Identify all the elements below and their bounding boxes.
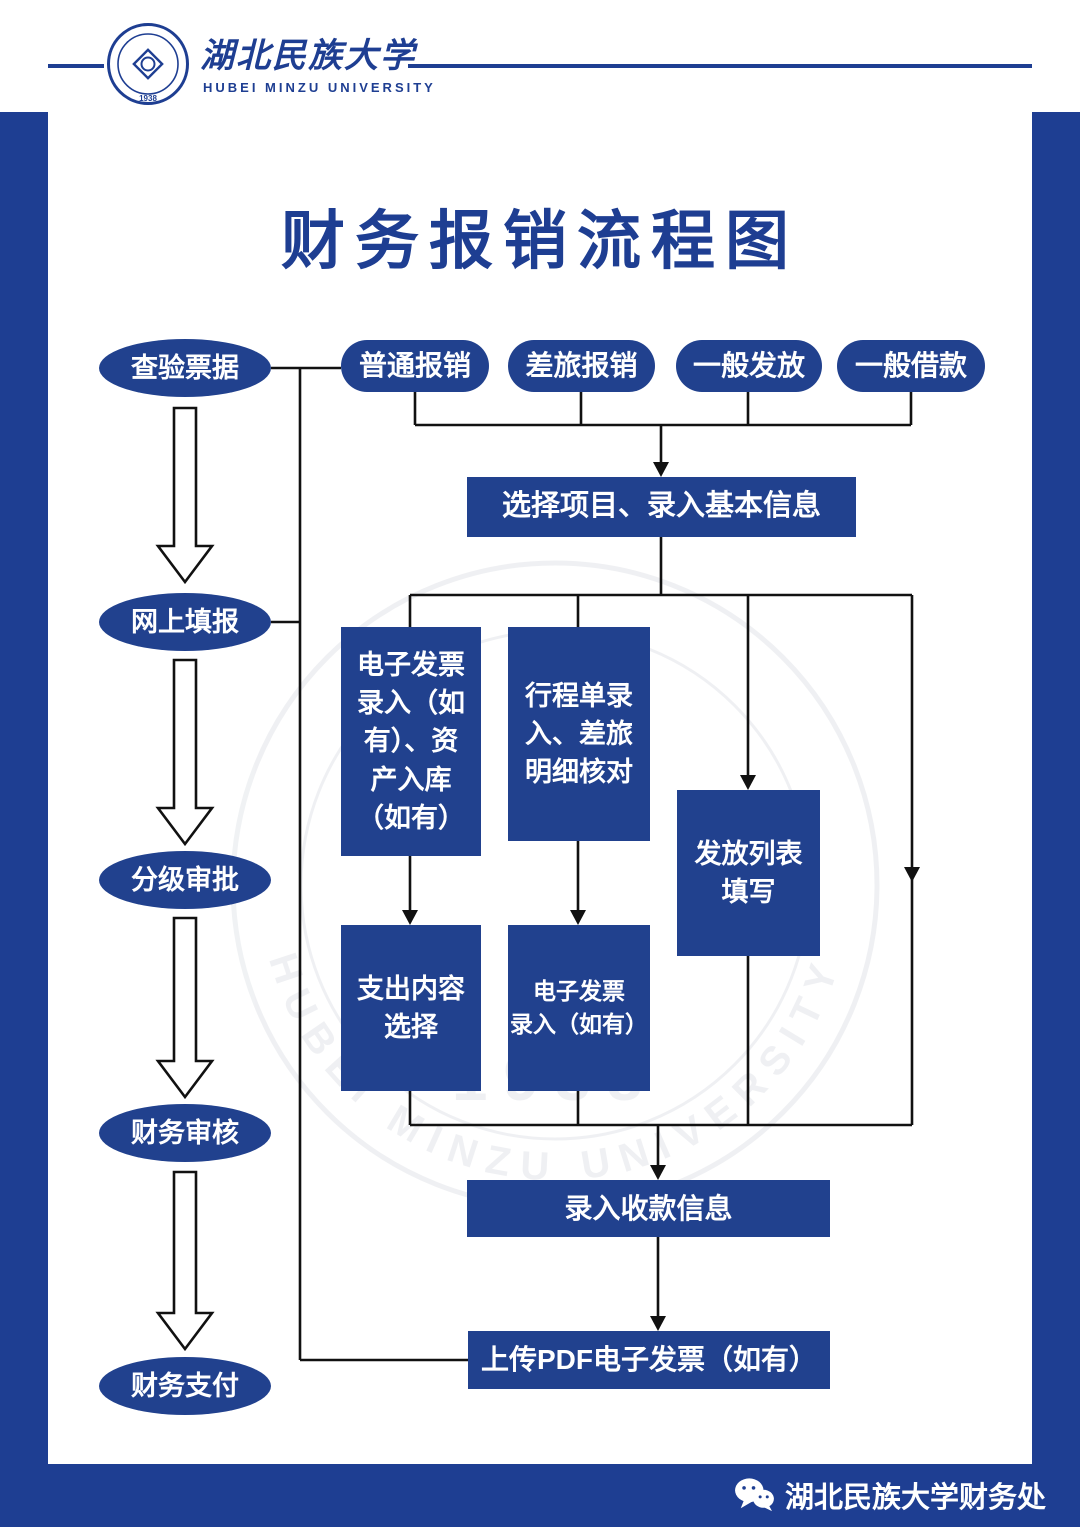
node-general-grant: 一般发放 <box>676 340 822 392</box>
node-grant-list-fill: 发放列表 填写 <box>677 790 820 956</box>
node-label: 一般发放 <box>692 350 805 382</box>
node-label: 支出内容 选择 <box>357 973 465 1042</box>
node-label: 上传PDF电子发票（如有） <box>480 1344 817 1376</box>
footer: 湖北民族大学财务处 <box>733 1474 1046 1516</box>
university-seal-logo: 1938 <box>107 23 189 105</box>
node-select-project-basic-info: 选择项目、录入基本信息 <box>467 477 856 537</box>
wechat-icon <box>735 1478 774 1512</box>
header-rule-left <box>48 64 104 68</box>
university-name-zh: 湖北民族大学 <box>200 38 416 75</box>
stage-finance-review: 财务审核 <box>99 1104 271 1162</box>
header-rule-right <box>408 64 1032 68</box>
page-title: 财务报销流程图 <box>281 206 799 277</box>
footer-label: 湖北民族大学财务处 <box>784 1482 1046 1514</box>
stage-label: 网上填报 <box>131 606 239 637</box>
node-label: 选择项目、录入基本信息 <box>501 490 821 523</box>
node-einvoice-entry: 电子发票 录入（如有） <box>508 925 650 1091</box>
seal-year: 1938 <box>139 94 157 103</box>
node-label: 发放列表 填写 <box>694 838 803 907</box>
stage-label: 查验票据 <box>131 352 239 383</box>
node-label: 普通报销 <box>358 350 471 382</box>
stage-finance-payment: 财务支付 <box>99 1357 271 1415</box>
stage-inspect-tickets: 查验票据 <box>99 339 271 397</box>
seal-emblem <box>132 48 164 80</box>
node-einvoice-asset-entry: 电子发票 录入（如 有）、资 产入库 （如有） <box>341 627 481 856</box>
stage-tiered-approval: 分级审批 <box>99 851 271 909</box>
node-payee-info-entry: 录入收款信息 <box>467 1180 830 1237</box>
node-itinerary-travel-check: 行程单录 入、差旅 明细核对 <box>508 627 650 841</box>
stage-label: 财务支付 <box>131 1370 239 1401</box>
node-label: 一般借款 <box>854 350 967 382</box>
node-expense-content-select: 支出内容 选择 <box>341 925 481 1091</box>
node-ordinary-reimbursement: 普通报销 <box>341 340 489 392</box>
university-name-en: HUBEI MINZU UNIVERSITY <box>203 80 436 95</box>
stage-label: 分级审批 <box>131 864 239 895</box>
node-label: 差旅报销 <box>525 350 638 382</box>
node-label: 录入收款信息 <box>564 1192 733 1224</box>
node-label: 电子发票 录入（如 有）、资 产入库 （如有） <box>357 649 465 833</box>
stage-label: 财务审核 <box>131 1117 239 1148</box>
stage-online-filing: 网上填报 <box>99 593 271 651</box>
node-label: 电子发票 录入（如有） <box>510 978 648 1037</box>
node-label: 行程单录 入、差旅 明细核对 <box>525 680 633 788</box>
node-travel-reimbursement: 差旅报销 <box>508 340 655 392</box>
page-header: 1938 湖北民族大学 HUBEI MINZU UNIVERSITY <box>0 0 1080 112</box>
node-upload-pdf-einvoice: 上传PDF电子发票（如有） <box>468 1331 830 1389</box>
node-general-loan: 一般借款 <box>837 340 985 392</box>
